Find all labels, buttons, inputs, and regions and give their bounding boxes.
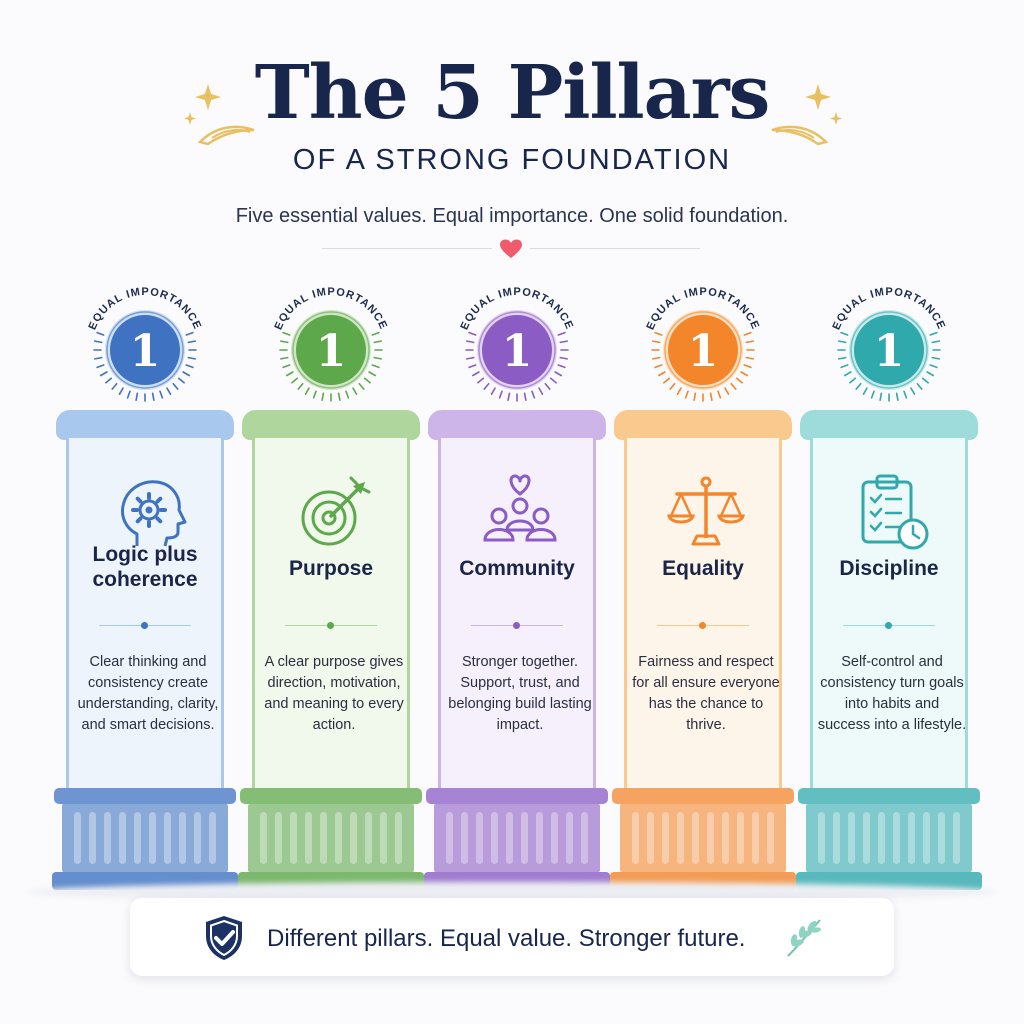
equal-importance-badge: EQUAL IMPORTANCE 1 <box>831 286 946 402</box>
pillar-divider <box>99 622 191 630</box>
pillar-shaft: Community Stronger together. Support, tr… <box>438 438 596 788</box>
pillar-base-cap <box>54 788 236 804</box>
pillar-title: Purpose <box>288 557 374 580</box>
rank-number: 1 <box>130 326 161 377</box>
rank-number: 1 <box>316 326 347 377</box>
pillar-base-cap <box>240 788 422 804</box>
pillar-base <box>434 804 600 872</box>
equal-importance-badge: EQUAL IMPORTANCE 1 <box>87 286 202 402</box>
rank-number: 1 <box>688 326 719 377</box>
pillar-divider <box>843 622 935 630</box>
target-arrow-icon <box>301 476 371 546</box>
page-subtitle: OF A STRONG FOUNDATION <box>292 144 732 176</box>
pillar-description: Self-control and consistency turn goals … <box>817 654 967 733</box>
pillar-purpose: EQUAL IMPORTANCE 1 Purpose A clear purpo… <box>238 270 424 910</box>
clipboard-clock-icon <box>861 474 929 550</box>
pillar-divider <box>471 622 563 630</box>
rank-number: 1 <box>502 326 533 377</box>
right-sparkle-decoration <box>771 84 842 146</box>
pillar-capital <box>428 410 606 444</box>
pillar-base <box>620 804 786 872</box>
pillar-shaft: Equality Fairness and respect for all en… <box>624 438 782 788</box>
pillar-capital <box>56 410 234 444</box>
pillar-description: A clear purpose gives direction, motivat… <box>264 654 404 733</box>
footer-banner: Different pillars. Equal value. Stronger… <box>130 898 894 976</box>
pillar-title: Equality <box>662 557 744 580</box>
shield-check-icon <box>206 916 242 960</box>
tagline-divider-right <box>530 248 700 249</box>
ground-shadow <box>28 882 996 902</box>
equal-importance-badge: EQUAL IMPORTANCE 1 <box>645 286 760 402</box>
pillar-shaft: Logic plus coherence Clear thinking and … <box>66 438 224 788</box>
rank-number: 1 <box>874 326 905 377</box>
leaf-sprig-icon <box>787 919 821 957</box>
heart-icon <box>500 239 522 258</box>
pillar-title: Discipline <box>839 557 939 580</box>
pillar-discipline: EQUAL IMPORTANCE 1 Discipline Self-contr… <box>796 270 982 910</box>
pillar-base-cap <box>612 788 794 804</box>
equal-importance-badge: EQUAL IMPORTANCE 1 <box>459 286 574 402</box>
pillar-shaft: Purpose A clear purpose gives direction,… <box>252 438 410 788</box>
pillar-base-cap <box>426 788 608 804</box>
pillar-title: Logic plus coherence <box>92 543 198 591</box>
balance-scale-icon <box>667 476 745 546</box>
pillar-base <box>806 804 972 872</box>
footer-text: Different pillars. Equal value. Stronger… <box>267 925 746 952</box>
pillar-capital <box>614 410 792 444</box>
pillar-description: Fairness and respect for all ensure ever… <box>632 654 780 733</box>
pillar-description: Stronger together. Support, trust, and b… <box>448 654 592 733</box>
page-title: The 5 Pillars <box>254 50 771 136</box>
pillar-base <box>62 804 228 872</box>
pillar-shaft: Discipline Self-control and consistency … <box>810 438 968 788</box>
pillar-equality: EQUAL IMPORTANCE 1 Equality Fairness and… <box>610 270 796 910</box>
tagline-divider-left <box>322 248 492 249</box>
tagline: Five essential values. Equal importance.… <box>235 205 789 227</box>
pillar-divider <box>285 622 377 630</box>
left-sparkle-decoration <box>184 84 255 146</box>
pillar-base <box>248 804 414 872</box>
equal-importance-badge: EQUAL IMPORTANCE 1 <box>273 286 388 402</box>
pillar-capital <box>800 410 978 444</box>
pillar-base-cap <box>798 788 980 804</box>
pillar-capital <box>242 410 420 444</box>
pillar-divider <box>657 622 749 630</box>
head-gear-icon <box>121 480 187 547</box>
pillar-logic-plus-coherence: EQUAL IMPORTANCE 1 Logic plus coherence … <box>52 270 238 910</box>
pillar-community: EQUAL IMPORTANCE 1 Community Stronger to… <box>424 270 610 910</box>
pillar-description: Clear thinking and consistency create un… <box>77 654 219 733</box>
pillar-title: Community <box>459 557 575 580</box>
people-heart-icon <box>483 474 557 542</box>
